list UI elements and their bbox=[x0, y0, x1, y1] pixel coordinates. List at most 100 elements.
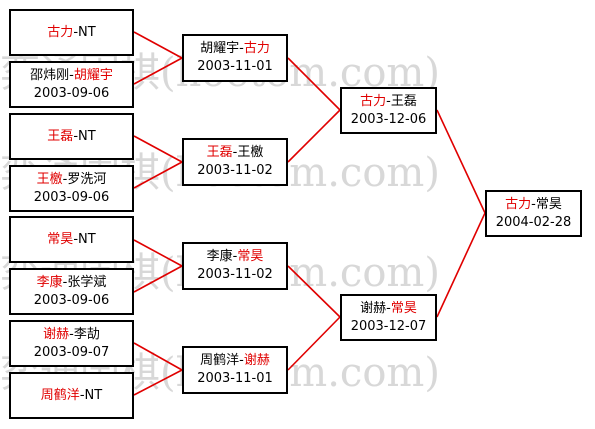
match-box-r1-3: 王磊-NT bbox=[9, 113, 134, 160]
player-a: 古力 bbox=[47, 24, 74, 40]
match-date: 2003-11-02 bbox=[197, 163, 273, 178]
match-box-semi-2: 谢赫-常昊 2003-12-07 bbox=[340, 294, 437, 341]
match-box-r1-7: 谢赫-李劼 2003-09-07 bbox=[9, 320, 134, 367]
player-a: 古力 bbox=[360, 93, 387, 109]
connector-line bbox=[133, 57, 183, 85]
player-b: NT bbox=[84, 387, 103, 403]
player-b: 常昊 bbox=[237, 249, 264, 264]
connector-line bbox=[133, 135, 183, 163]
player-b: 常昊 bbox=[535, 196, 562, 212]
connector-line bbox=[436, 109, 486, 214]
match-players: 常昊-NT bbox=[47, 231, 95, 249]
match-players: 谢赫-常昊 bbox=[360, 300, 417, 318]
connector-line bbox=[133, 239, 183, 267]
match-players: 王磊-王檄 bbox=[207, 144, 264, 162]
player-b: 胡耀宇 bbox=[73, 67, 113, 83]
player-b: 王檄 bbox=[237, 145, 264, 160]
player-b: NT bbox=[78, 128, 96, 144]
player-a: 周鹤洋 bbox=[40, 387, 80, 403]
connector-line bbox=[287, 57, 341, 111]
separator: - bbox=[69, 67, 74, 83]
player-a: 谢赫 bbox=[360, 300, 387, 316]
match-date: 2003-09-06 bbox=[33, 85, 110, 101]
match-box-r2-3: 李康-常昊 2003-11-02 bbox=[182, 242, 288, 290]
match-players: 李康-常昊 bbox=[207, 248, 264, 266]
connector-line bbox=[436, 212, 486, 318]
match-date: 2003-11-01 bbox=[197, 59, 273, 74]
match-players: 王磊-NT bbox=[47, 128, 95, 146]
separator: - bbox=[62, 274, 68, 290]
connector-line bbox=[287, 316, 341, 371]
match-box-semi-1: 古力-王磊 2003-12-06 bbox=[340, 87, 437, 134]
match-players: 古力-NT bbox=[47, 24, 95, 42]
match-players: 古力-常昊 bbox=[505, 196, 562, 214]
match-players: 胡耀宇-古力 bbox=[200, 40, 270, 58]
connector-line bbox=[133, 265, 183, 293]
separator: - bbox=[239, 353, 244, 368]
match-date: 2003-12-06 bbox=[350, 111, 427, 127]
match-date: 2003-09-06 bbox=[33, 189, 110, 205]
player-a: 常昊 bbox=[47, 231, 74, 247]
player-b: 李劼 bbox=[73, 326, 100, 342]
player-a: 谢赫 bbox=[43, 326, 70, 342]
match-date: 2003-11-02 bbox=[197, 267, 273, 282]
player-a: 邵炜刚 bbox=[30, 67, 70, 83]
match-date: 2003-12-07 bbox=[350, 318, 427, 334]
match-players: 邵炜刚-胡耀宇 bbox=[30, 67, 113, 85]
match-date: 2004-02-28 bbox=[495, 214, 572, 230]
separator: - bbox=[73, 128, 79, 144]
player-a: 王磊 bbox=[47, 128, 74, 144]
player-a: 王檄 bbox=[36, 171, 63, 187]
player-a: 胡耀宇 bbox=[200, 41, 240, 56]
connector-line bbox=[133, 161, 183, 189]
player-a: 周鹤洋 bbox=[200, 353, 240, 368]
player-b: 古力 bbox=[243, 41, 270, 56]
match-box-r1-8: 周鹤洋-NT bbox=[9, 372, 134, 419]
connector-line bbox=[133, 369, 183, 396]
separator: - bbox=[232, 145, 238, 160]
separator: - bbox=[73, 231, 79, 247]
match-box-r2-4: 周鹤洋-谢赫 2003-11-01 bbox=[182, 346, 288, 394]
separator: - bbox=[239, 41, 244, 56]
match-date: 2003-09-07 bbox=[33, 344, 110, 360]
match-players: 李康-张学斌 bbox=[37, 274, 107, 292]
player-a: 李康 bbox=[36, 274, 63, 290]
player-b: 张学斌 bbox=[67, 274, 107, 290]
separator: - bbox=[531, 196, 536, 212]
match-box-r1-2: 邵炜刚-胡耀宇 2003-09-06 bbox=[9, 61, 134, 108]
separator: - bbox=[73, 24, 79, 40]
match-box-r1-5: 常昊-NT bbox=[9, 216, 134, 263]
match-box-r1-4: 王檄-罗洗河 2003-09-06 bbox=[9, 165, 134, 212]
match-date: 2003-09-06 bbox=[33, 292, 110, 308]
separator: - bbox=[69, 326, 74, 342]
connector-line bbox=[133, 31, 183, 59]
match-box-r2-1: 胡耀宇-古力 2003-11-01 bbox=[182, 34, 288, 82]
connector-line bbox=[287, 265, 341, 318]
match-players: 古力-王磊 bbox=[360, 93, 417, 111]
connector-line bbox=[133, 342, 183, 371]
player-a: 王磊 bbox=[206, 145, 233, 160]
separator: - bbox=[386, 93, 391, 109]
separator: - bbox=[386, 300, 391, 316]
separator: - bbox=[79, 387, 85, 403]
match-players: 谢赫-李劼 bbox=[43, 326, 100, 344]
player-b: 谢赫 bbox=[243, 353, 270, 368]
player-a: 李康 bbox=[206, 249, 233, 264]
match-players: 王檄-罗洗河 bbox=[37, 171, 107, 189]
separator: - bbox=[232, 249, 238, 264]
player-b: 罗洗河 bbox=[67, 171, 107, 187]
player-a: 古力 bbox=[505, 196, 532, 212]
player-b: 王磊 bbox=[390, 93, 417, 109]
separator: - bbox=[62, 171, 68, 187]
match-box-r1-6: 李康-张学斌 2003-09-06 bbox=[9, 268, 134, 315]
match-date: 2003-11-01 bbox=[197, 371, 273, 386]
connector-line bbox=[287, 109, 341, 163]
player-b: NT bbox=[78, 24, 96, 40]
match-players: 周鹤洋-NT bbox=[41, 387, 102, 405]
match-box-r2-2: 王磊-王檄 2003-11-02 bbox=[182, 138, 288, 186]
player-b: NT bbox=[78, 231, 96, 247]
match-box-r1-1: 古力-NT bbox=[9, 9, 134, 56]
match-box-final: 古力-常昊 2004-02-28 bbox=[485, 190, 582, 237]
match-players: 周鹤洋-谢赫 bbox=[200, 352, 270, 370]
